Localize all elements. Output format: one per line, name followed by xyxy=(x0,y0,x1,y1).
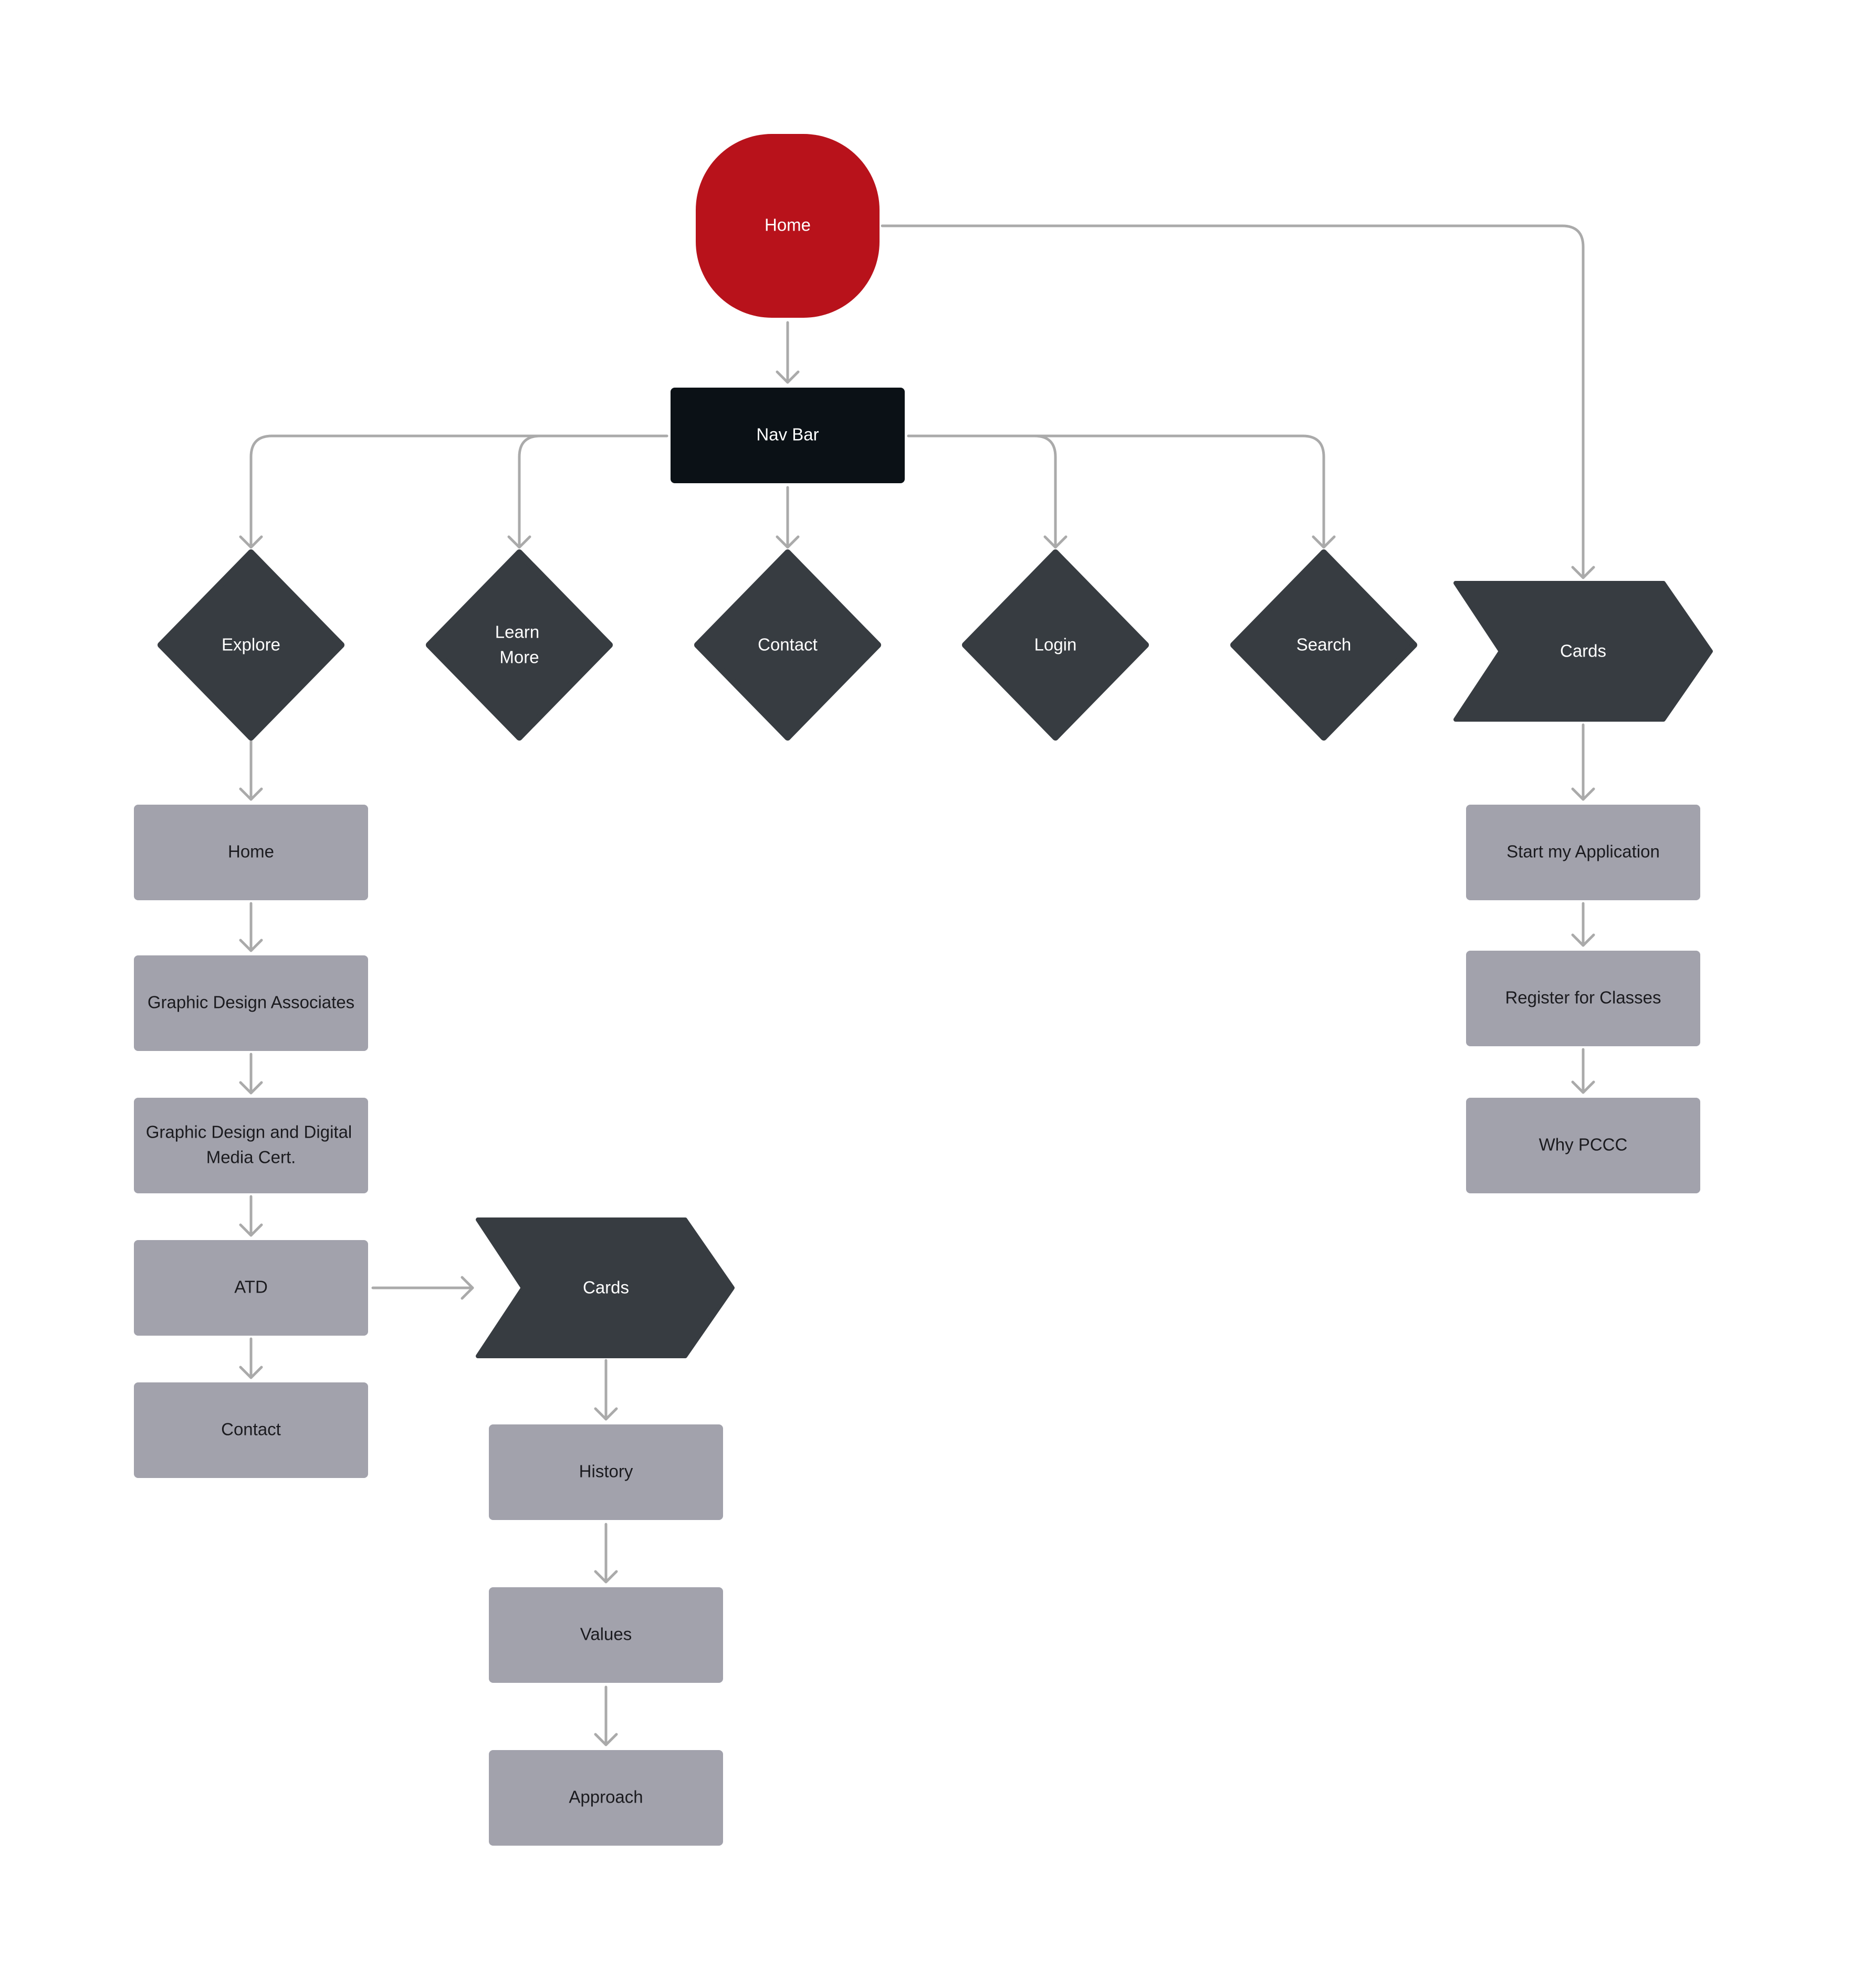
register-classes-node[interactable]: Register for Classes xyxy=(1466,951,1700,1046)
edge-atd-to-contact xyxy=(239,1337,263,1379)
home-root-node[interactable]: Home xyxy=(696,134,880,318)
edge-cards-right-to-start-application xyxy=(1571,723,1595,801)
explore-node[interactable]: Explore xyxy=(158,549,344,741)
start-application-label: Start my Application xyxy=(1506,842,1660,861)
cards-left-label: Cards xyxy=(583,1278,629,1297)
graphic-design-associates-label: Graphic Design Associates xyxy=(148,993,354,1012)
edge-navbar-to-explore xyxy=(239,434,668,549)
edge-navbar-to-search xyxy=(907,434,1336,549)
edge-atd-to-cards-left xyxy=(371,1276,474,1300)
history-label: History xyxy=(579,1462,633,1481)
connectors xyxy=(239,224,1595,1746)
explore-home-label: Home xyxy=(228,842,274,861)
contact-decision-label: Contact xyxy=(758,635,818,654)
edge-history-to-values xyxy=(594,1523,618,1584)
edge-cards-left-to-history xyxy=(594,1359,618,1421)
home-root-label: Home xyxy=(765,215,811,235)
edge-gddm-to-atd xyxy=(239,1195,263,1237)
values-label: Values xyxy=(580,1625,632,1644)
approach-node[interactable]: Approach xyxy=(489,1750,723,1846)
history-node[interactable]: History xyxy=(489,1424,723,1520)
login-label: Login xyxy=(1034,635,1077,654)
start-application-node[interactable]: Start my Application xyxy=(1466,805,1700,900)
explore-home-page-node[interactable]: Home xyxy=(134,805,368,900)
cards-right-node[interactable]: Cards xyxy=(1453,581,1713,722)
edge-navbar-to-learn-more xyxy=(507,434,668,549)
learn-more-node[interactable]: Learn More xyxy=(426,549,613,741)
cards-left-node[interactable]: Cards xyxy=(476,1217,735,1358)
edge-home-to-gda xyxy=(239,902,263,952)
edge-navbar-to-login xyxy=(907,434,1068,549)
graphic-design-digital-media-label-line1: Graphic Design and Digital xyxy=(146,1122,352,1142)
graphic-design-digital-media-label-line2: Media Cert. xyxy=(206,1148,296,1167)
edge-home-to-navbar xyxy=(776,321,800,384)
edge-values-to-approach xyxy=(594,1685,618,1746)
register-classes-label: Register for Classes xyxy=(1505,988,1661,1007)
edge-register-to-why-pccc xyxy=(1571,1048,1595,1094)
nav-bar-label: Nav Bar xyxy=(756,425,819,444)
contact-decision-node[interactable]: Contact xyxy=(694,549,881,741)
explore-contact-page-node[interactable]: Contact xyxy=(134,1382,368,1478)
atd-label: ATD xyxy=(234,1277,268,1297)
edge-explore-to-home xyxy=(239,739,263,801)
explore-label: Explore xyxy=(222,635,280,654)
explore-contact-label: Contact xyxy=(221,1420,281,1439)
why-pccc-label: Why PCCC xyxy=(1539,1135,1628,1154)
edge-start-application-to-register xyxy=(1571,902,1595,947)
graphic-design-digital-media-node[interactable]: Graphic Design and Digital Media Cert. xyxy=(134,1098,368,1193)
edge-home-to-cards-right xyxy=(881,224,1595,579)
edge-navbar-to-contact xyxy=(776,486,800,549)
search-label: Search xyxy=(1296,635,1352,654)
edge-gda-to-gddm xyxy=(239,1053,263,1095)
learn-more-label-line2: More xyxy=(499,648,539,667)
cards-right-label: Cards xyxy=(1560,641,1606,661)
graphic-design-associates-node[interactable]: Graphic Design Associates xyxy=(134,955,368,1051)
approach-label: Approach xyxy=(569,1787,643,1807)
login-node[interactable]: Login xyxy=(962,549,1149,741)
why-pccc-node[interactable]: Why PCCC xyxy=(1466,1098,1700,1193)
nav-bar-node[interactable]: Nav Bar xyxy=(671,388,905,483)
search-node[interactable]: Search xyxy=(1230,549,1417,741)
values-node[interactable]: Values xyxy=(489,1587,723,1683)
learn-more-label-line1: Learn xyxy=(495,622,539,642)
atd-node[interactable]: ATD xyxy=(134,1240,368,1336)
